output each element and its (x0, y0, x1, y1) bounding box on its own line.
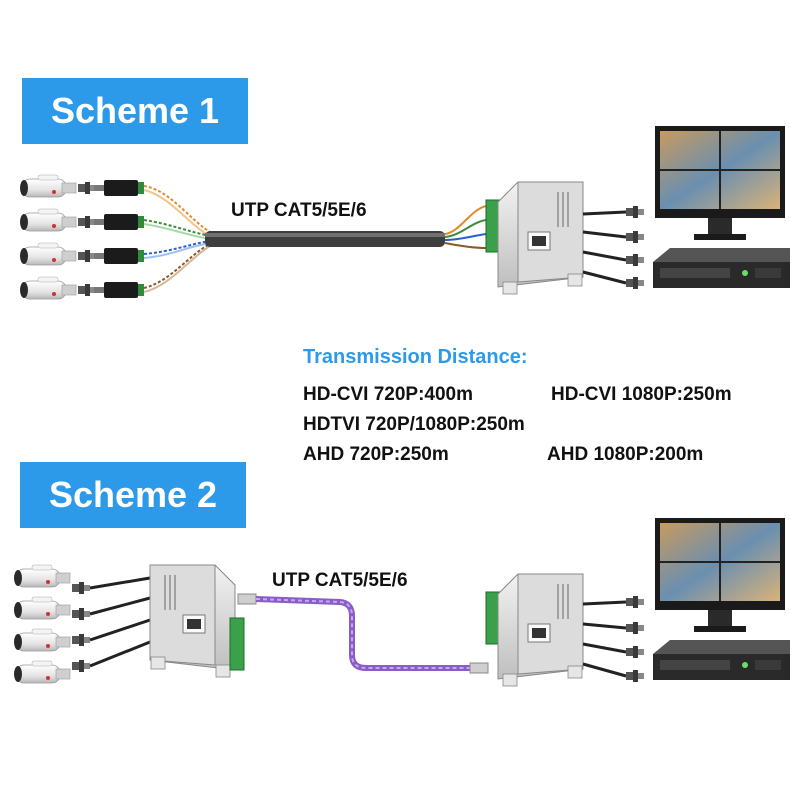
scheme2-sender-hub-icon (150, 565, 235, 677)
scheme1-cable-fanout (445, 206, 486, 248)
scheme1-dvr-icon (653, 248, 790, 288)
distance-ahd-1080: AHD 1080P:200m (547, 444, 703, 466)
distance-ahd-720: AHD 720P:250m (303, 444, 449, 466)
scheme1-monitor-icon (655, 126, 785, 240)
scheme2-cameras (14, 565, 70, 683)
transmission-title: Transmission Distance: (303, 346, 528, 369)
scheme1-twisted-pairs (144, 186, 210, 292)
scheme1-cameras (20, 175, 76, 299)
scheme2-receiver-hub-icon (498, 574, 583, 686)
scheme2-sender-terminal-block (230, 618, 244, 670)
scheme1-cable-label: UTP CAT5/5E/6 (231, 200, 367, 222)
scheme2-camera-bnc (72, 578, 150, 672)
scheme2-title: Scheme 2 (20, 462, 246, 528)
distance-hdtvi: HDTVI 720P/1080P:250m (303, 414, 525, 436)
scheme1-bnc-connectors (78, 182, 96, 296)
scheme2-cable-label: UTP CAT5/5E/6 (272, 570, 408, 592)
scheme2-monitor-icon (655, 518, 785, 632)
scheme1-hub-outputs (583, 206, 644, 289)
scheme1-video-baluns (94, 180, 144, 298)
scheme2-dvr-icon (653, 640, 790, 680)
distance-hdcvi-1080: HD-CVI 1080P:250m (551, 384, 732, 406)
scheme2-hub-outputs (583, 596, 644, 682)
scheme2-utp-cable (238, 594, 488, 673)
scheme1-passive-hub-icon (498, 182, 583, 294)
distance-hdcvi-720: HD-CVI 720P:400m (303, 384, 473, 406)
scheme1-title: Scheme 1 (22, 78, 248, 144)
